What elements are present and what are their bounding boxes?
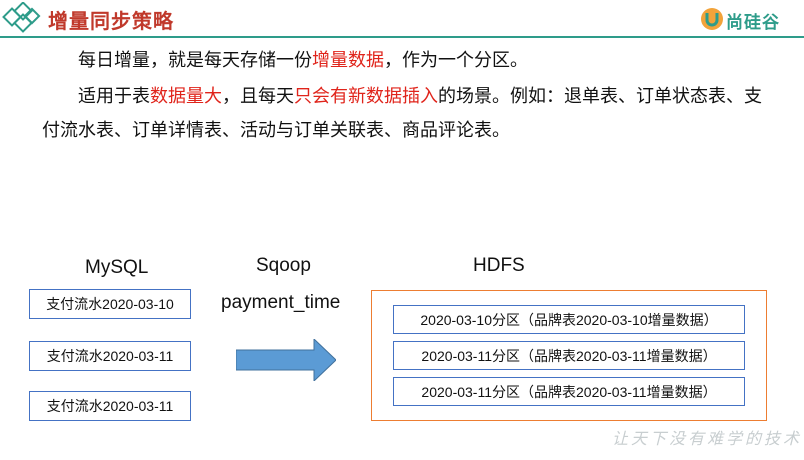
diamond-logo-icon	[2, 2, 41, 33]
mysql-box: 支付流水2020-03-10	[29, 289, 191, 319]
slogan-watermark: 让天下没有难学的技术	[612, 429, 803, 448]
brand-name: 尚硅谷	[726, 13, 780, 33]
paragraph-text: 每日增量，就是每天存储一份	[78, 50, 312, 71]
slide-title: 增量同步策略	[48, 9, 174, 33]
hdfs-partition-box: 2020-03-10分区（品牌表2020-03-10增量数据）	[393, 305, 745, 334]
mysql-label: MySQL	[85, 257, 149, 278]
highlighted-text: 只会有新数据插入	[294, 86, 438, 107]
mysql-box: 支付流水2020-03-11	[29, 391, 191, 421]
sqoop-label: Sqoop	[256, 255, 311, 276]
mysql-box: 支付流水2020-03-11	[29, 341, 191, 371]
hdfs-partition-box: 2020-03-11分区（品牌表2020-03-11增量数据）	[393, 377, 745, 406]
paragraph-use-case: 适用于表数据量大，且每天只会有新数据插入的场景。例如：退单表、订单状态表、支付流…	[42, 80, 762, 148]
right-arrow-icon	[236, 339, 336, 381]
sqoop-field-label: payment_time	[221, 292, 341, 313]
hdfs-partition-box: 2020-03-11分区（品牌表2020-03-11增量数据）	[393, 341, 745, 370]
paragraph-text: 的场景。例如：退单表、订单状态表、支付流水表、订单详情表、活动与订单关联表、商品…	[42, 86, 762, 141]
paragraph-text: ，且每天	[222, 86, 294, 107]
brand-u-icon	[701, 8, 723, 30]
paragraph-text: 适用于表	[78, 86, 150, 107]
header-divider	[0, 36, 804, 38]
hdfs-partition-frame	[371, 290, 767, 421]
slide-header: 增量同步策略 尚硅谷	[0, 0, 804, 38]
paragraph-daily-increment: 每日增量，就是每天存储一份增量数据，作为一个分区。	[42, 44, 762, 78]
highlighted-text: 增量数据	[312, 50, 384, 71]
highlighted-text: 数据量大	[150, 86, 222, 107]
hdfs-label: HDFS	[473, 255, 525, 276]
paragraph-text: ，作为一个分区。	[384, 50, 528, 71]
